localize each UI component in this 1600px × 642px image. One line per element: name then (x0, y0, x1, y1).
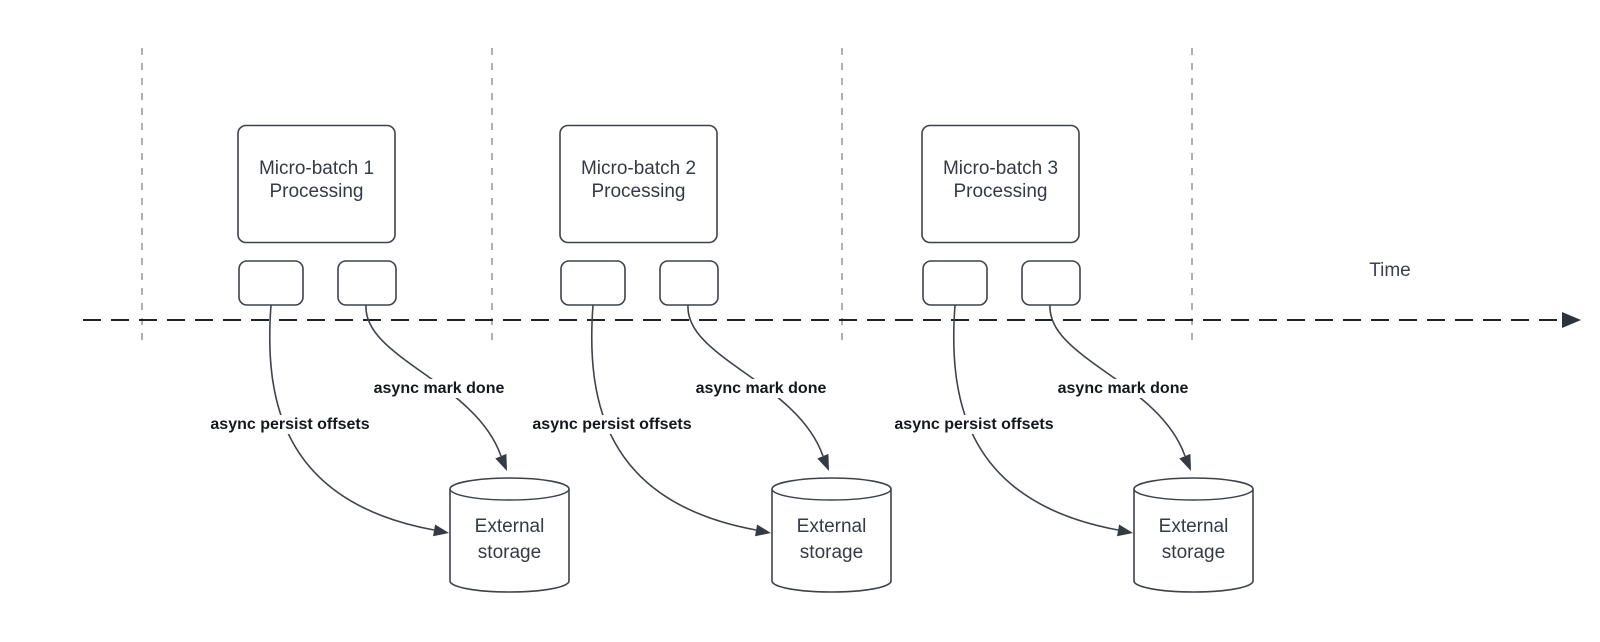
mark-done-task-box-1 (337, 260, 397, 306)
mark-done-arrow-3 (1049, 304, 1186, 457)
mark-done-label-2: async mark done (692, 379, 830, 398)
external-storage-cylinder-rim-2 (771, 488, 892, 501)
mark-done-arrow-2 (687, 304, 824, 457)
external-storage-label-3: External storage (1134, 490, 1253, 580)
external-storage-label-2: External storage (772, 490, 891, 580)
time-axis-arrowhead (1562, 312, 1581, 328)
external-storage-cylinder-rim-1 (449, 488, 570, 501)
external-storage-cylinder-1 (449, 477, 570, 593)
persist-offsets-label-2: async persist offsets (529, 415, 695, 434)
persist-offsets-task-box-1 (238, 260, 304, 306)
persist-offsets-arrowhead-1 (433, 524, 449, 537)
microbatch-3-processing-box (921, 124, 1080, 244)
persist-offsets-task-box-3 (922, 260, 988, 306)
microbatch-3-box-text: Micro-batch 3 Processing (942, 157, 1059, 202)
external-storage-label-1: External storage (450, 490, 569, 580)
persist-offsets-label-3: async persist offsets (891, 415, 1057, 434)
microbatch-1-processing-box (237, 124, 396, 244)
persist-offsets-arrow-3 (952, 304, 1119, 531)
time-axis-label: Time (1369, 260, 1411, 281)
microbatch-3-box-label: Micro-batch 3 Processing (922, 125, 1079, 242)
persist-offsets-arrow-1 (268, 304, 435, 531)
microbatch-1-box-label: Micro-batch 1 Processing (238, 125, 395, 242)
persist-offsets-arrowhead-2 (755, 524, 771, 537)
mark-done-arrowhead-2 (817, 453, 829, 471)
persist-offsets-arrowhead-3 (1117, 524, 1133, 537)
external-storage-text-3: External storage (1158, 516, 1229, 563)
mark-done-task-box-2 (659, 260, 719, 306)
mark-done-arrow-1 (365, 304, 502, 457)
persist-offsets-task-box-2 (560, 260, 626, 306)
mark-done-arrowhead-3 (1179, 453, 1191, 471)
mark-done-arrowhead-1 (495, 453, 507, 471)
external-storage-cylinder-2 (771, 477, 892, 593)
external-storage-text-1: External storage (474, 516, 545, 563)
mark-done-label-3: async mark done (1054, 379, 1192, 398)
external-storage-cylinder-rim-3 (1133, 488, 1254, 501)
microbatch-2-box-text: Micro-batch 2 Processing (580, 157, 697, 202)
persist-offsets-arrow-2 (590, 304, 757, 531)
persist-offsets-label-1: async persist offsets (207, 415, 373, 434)
microbatch-1-box-text: Micro-batch 1 Processing (258, 157, 375, 202)
external-storage-text-2: External storage (796, 516, 867, 563)
mark-done-label-1: async mark done (370, 379, 508, 398)
microbatch-2-box-label: Micro-batch 2 Processing (560, 125, 717, 242)
mark-done-task-box-3 (1021, 260, 1081, 306)
microbatch-2-processing-box (559, 124, 718, 244)
external-storage-cylinder-3 (1133, 477, 1254, 593)
